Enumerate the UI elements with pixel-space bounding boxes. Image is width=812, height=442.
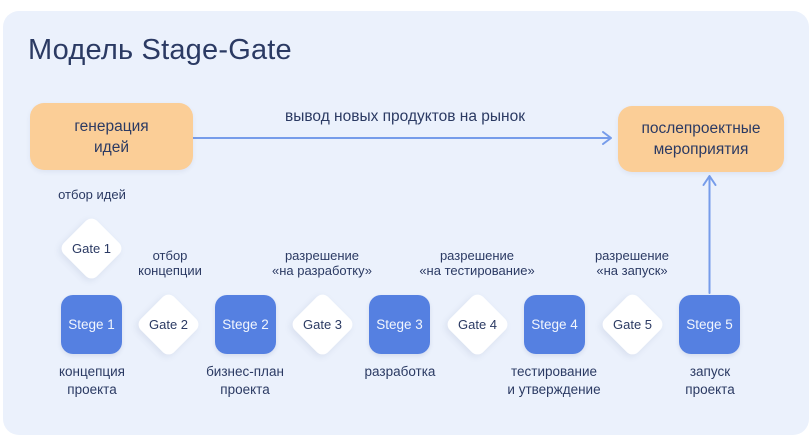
diagram-card-background bbox=[3, 11, 809, 435]
gate-1-diamond: Gate 1 bbox=[58, 215, 125, 282]
gate-2-annotation: отбор концепции bbox=[138, 248, 202, 278]
gate-5-annotation: разрешение «на запуск» bbox=[594, 248, 670, 278]
stage-4-caption: тестирование и утверждение bbox=[507, 364, 601, 397]
gate-5-diamond: Gate 5 bbox=[599, 291, 666, 358]
post-project-box: послепроектные мероприятия bbox=[618, 106, 784, 172]
stage-3-box: Stege 3 bbox=[369, 295, 430, 354]
gate-1-label: Gate 1 bbox=[71, 241, 112, 256]
idea-generation-box: генерация идей bbox=[30, 103, 193, 170]
stage-1-caption: концепция проекта bbox=[58, 364, 125, 397]
gate-2-diamond: Gate 2 bbox=[135, 291, 202, 358]
gate-3-annotation: разрешение «на разработку» bbox=[271, 248, 373, 278]
stage-1-box: Stege 1 bbox=[61, 295, 122, 354]
gate-4-label: Gate 4 bbox=[457, 317, 498, 332]
gate-2-label: Gate 2 bbox=[148, 317, 189, 332]
market-arrow-label: вывод новых продуктов на рынок bbox=[284, 108, 525, 125]
stage-5-box: Stege 5 bbox=[679, 295, 740, 354]
gate-4-diamond: Gate 4 bbox=[444, 291, 511, 358]
gate-4-annotation: разрешение «на тестирование» bbox=[419, 248, 535, 278]
stage-5-caption: запуск проекта bbox=[685, 364, 735, 397]
gate-3-label: Gate 3 bbox=[302, 317, 343, 332]
stage-4-box: Stege 4 bbox=[524, 295, 585, 354]
page-title: Модель Stage-Gate bbox=[28, 34, 292, 66]
stage-2-box: Stege 2 bbox=[215, 295, 276, 354]
stage-2-caption: бизнес-план проекта bbox=[206, 364, 284, 397]
idea-screening-label: отбор идей bbox=[58, 187, 126, 202]
stage-3-caption: разработка bbox=[364, 364, 436, 379]
gate-3-diamond: Gate 3 bbox=[289, 291, 356, 358]
gate-5-label: Gate 5 bbox=[612, 317, 653, 332]
